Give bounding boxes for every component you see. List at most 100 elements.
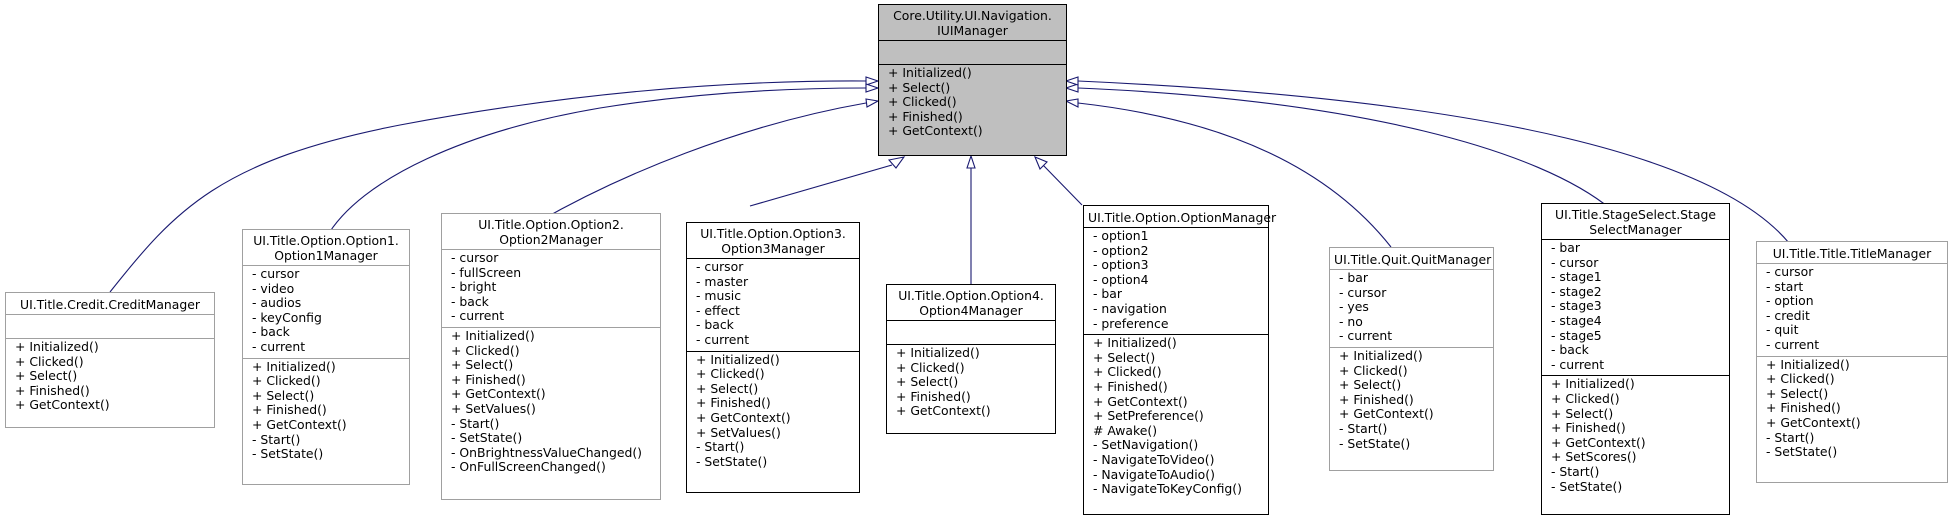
- class-title: UI.Title.Title.TitleManager: [1757, 242, 1947, 263]
- arrowhead-optionmanager: [1033, 155, 1048, 170]
- class-title-line: Option4Manager: [919, 303, 1023, 318]
- class-title-line: UI.Title.Option.Option4.: [898, 288, 1044, 303]
- class-quit-manager: UI.Title.Quit.QuitManager - bar - cursor…: [1329, 247, 1494, 471]
- edge-title: [1077, 80, 1790, 244]
- class-option4-manager: UI.Title.Option.Option4. Option4Manager …: [886, 284, 1056, 434]
- method: + Finished(): [1766, 400, 1841, 416]
- attribute: - option1: [1093, 228, 1149, 243]
- arrowhead-title: [1064, 76, 1079, 86]
- method: - OnFullScreenChanged(): [451, 459, 606, 475]
- method: + Initialized(): [888, 65, 972, 80]
- attribute: - quit: [1766, 322, 1799, 338]
- attribute: - bar: [1339, 270, 1368, 285]
- method: + Clicked(): [1093, 364, 1162, 380]
- method: + Finished(): [451, 371, 526, 387]
- class-title: UI.Title.Option.Option4. Option4Manager: [887, 285, 1055, 320]
- method: - NavigateToKeyConfig(): [1093, 481, 1242, 497]
- method: + Finished(): [696, 395, 771, 411]
- attribute: - current: [696, 331, 750, 347]
- attribute: - option3: [1093, 257, 1149, 273]
- attribute: - navigation: [1093, 300, 1167, 316]
- attribute: - effect: [696, 302, 740, 318]
- method: + Select(): [252, 387, 315, 403]
- methods-section: + Initialized() + Clicked() + Select() +…: [442, 326, 660, 478]
- class-title-line: Option2Manager: [499, 232, 603, 247]
- method: + Initialized(): [696, 351, 780, 367]
- methods-section: + Initialized() + Clicked() + Select() +…: [1330, 346, 1493, 454]
- method: + Clicked(): [1766, 371, 1835, 387]
- arrowhead-option1: [865, 83, 880, 93]
- class-title-line: UI.Title.Option.Option2.: [478, 217, 624, 232]
- method: + Clicked(): [451, 342, 520, 358]
- class-title: Core.Utility.UI.Navigation. IUIManager: [879, 5, 1066, 40]
- method: + Finished(): [1339, 391, 1414, 407]
- method: + Clicked(): [15, 353, 84, 369]
- methods-section: + Initialized() + Clicked() + Select() +…: [243, 357, 409, 465]
- class-title-line: UI.Title.Option.Option1.: [253, 233, 399, 248]
- attribute: - bar: [1093, 286, 1122, 302]
- method: - Start(): [252, 431, 301, 447]
- method: + GetContext(): [1093, 393, 1188, 409]
- method: + GetContext(): [252, 416, 347, 432]
- method: - SetState(): [1551, 478, 1623, 494]
- class-title: UI.Title.StageSelect.Stage SelectManager: [1542, 204, 1729, 239]
- method: + Clicked(): [1339, 362, 1408, 378]
- attribute: - music: [696, 288, 742, 304]
- class-title: UI.Title.Option.Option2. Option2Manager: [442, 214, 660, 249]
- attributes-section: - cursor - start - option - credit - qui…: [1757, 263, 1947, 356]
- class-option2-manager: UI.Title.Option.Option2. Option2Manager …: [441, 213, 661, 500]
- attribute: - current: [1551, 356, 1605, 372]
- attribute: - current: [451, 308, 505, 324]
- edge-stageselect: [1077, 87, 1613, 211]
- method: - OnBrightnessValueChanged(): [451, 444, 643, 460]
- method: - SetState(): [1339, 435, 1411, 451]
- method: + GetContext(): [15, 397, 110, 413]
- method: + Finished(): [1551, 420, 1626, 436]
- attribute: - preference: [1093, 315, 1169, 331]
- method: + Select(): [1551, 405, 1614, 421]
- class-title-line: Option3Manager: [721, 241, 825, 256]
- attribute: - video: [252, 280, 295, 296]
- attribute: - back: [252, 324, 290, 340]
- method: + GetContext(): [896, 403, 991, 419]
- attribute: - bar: [1551, 240, 1580, 255]
- methods-section: + Initialized() + Clicked() + Select() +…: [887, 344, 1055, 422]
- attribute: - back: [1551, 342, 1589, 358]
- methods-section: + Initialized() + Select() + Clicked() +…: [1084, 334, 1268, 500]
- method: - Start(): [1551, 463, 1600, 479]
- method: + SetValues(): [696, 424, 781, 440]
- methods-section: + Initialized() + Clicked() + Select() +…: [6, 338, 214, 416]
- attribute: - option4: [1093, 271, 1149, 287]
- method: - NavigateToAudio(): [1093, 466, 1215, 482]
- method: + Initialized(): [15, 339, 99, 354]
- attribute: - stage2: [1551, 283, 1602, 299]
- arrowhead-quit: [1064, 98, 1079, 108]
- method: + SetScores(): [1551, 449, 1637, 465]
- method: + Clicked(): [896, 359, 965, 375]
- attributes-section: [879, 40, 1066, 64]
- method: + GetContext(): [451, 386, 546, 402]
- attribute: - option2: [1093, 242, 1149, 258]
- attributes-section: - cursor - video - audios - keyConfig - …: [243, 265, 409, 358]
- class-title-line: UI.Title.Option.Option3.: [700, 226, 846, 241]
- class-option1-manager: UI.Title.Option.Option1. Option1Manager …: [242, 229, 410, 485]
- attribute: - cursor: [1766, 264, 1814, 279]
- method: + Select(): [896, 374, 959, 390]
- class-title: UI.Title.Option.OptionManager: [1084, 206, 1276, 227]
- method: + Finished(): [15, 382, 90, 398]
- attributes-section: - cursor - master - music - effect - bac…: [687, 258, 859, 351]
- methods-section: + Initialized() + Clicked() + Select() +…: [687, 350, 859, 473]
- method: + Finished(): [1093, 378, 1168, 394]
- attribute: - audios: [252, 295, 302, 311]
- attribute: - current: [252, 338, 306, 354]
- class-title-manager: UI.Title.Title.TitleManager - cursor - s…: [1756, 241, 1948, 483]
- arrowhead-option3: [887, 156, 906, 169]
- attribute: - master: [696, 273, 749, 289]
- method: + Initialized(): [1093, 335, 1177, 351]
- method: + Clicked(): [888, 94, 957, 110]
- attribute: - cursor: [451, 250, 499, 265]
- attribute: - no: [1339, 313, 1363, 329]
- attribute: - cursor: [1339, 284, 1387, 300]
- method: + SetValues(): [451, 400, 536, 416]
